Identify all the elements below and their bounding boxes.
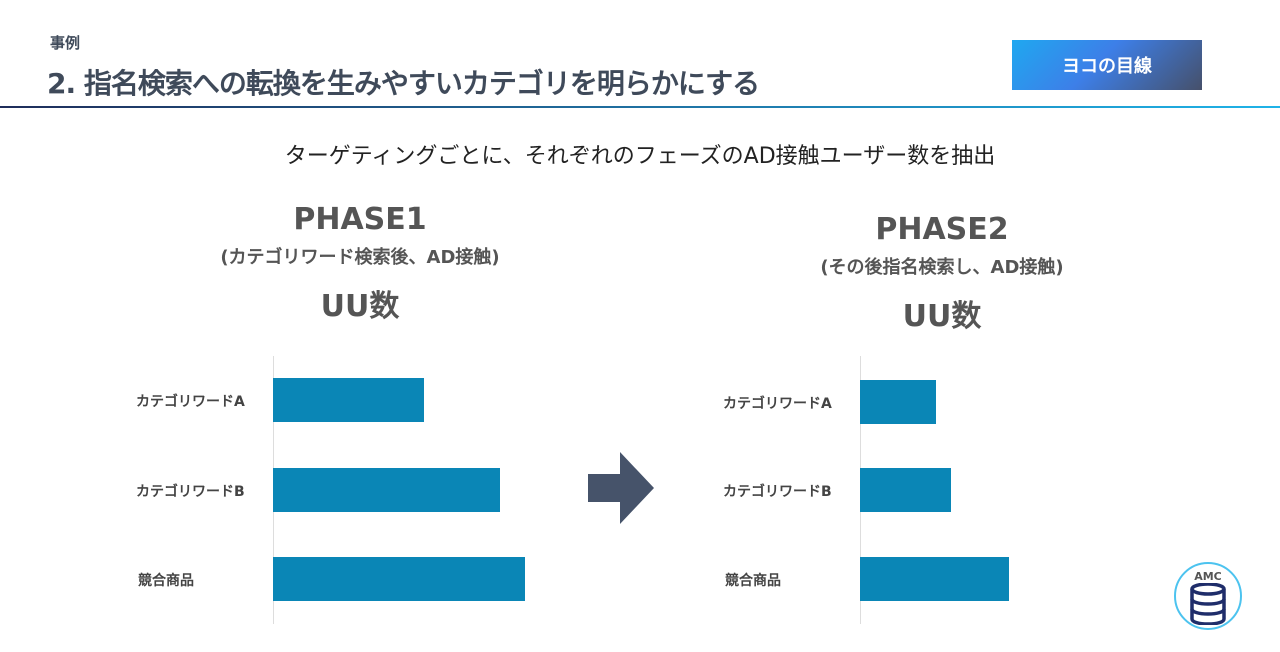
phase1-subtitle: (カテゴリワード検索後、AD接触): [220, 247, 500, 268]
phase1-metric: UU数: [320, 289, 400, 324]
phase2-subtitle: (その後指名検索し、AD接触): [820, 257, 1064, 278]
subtitle: ターゲティングごとに、それぞれのフェーズのAD接触ユーザー数を抽出: [284, 144, 996, 169]
phase2-bar: [860, 380, 936, 424]
database-icon: [1190, 582, 1226, 626]
phase1-category-label: 競合商品: [138, 573, 194, 589]
phase1-category-label: カテゴリワードA: [136, 394, 245, 410]
amc-logo-text: AMC: [1194, 570, 1222, 583]
header-divider: [0, 106, 1280, 108]
phase2-category-label: 競合商品: [725, 573, 781, 589]
phase1-heading: PHASE1 (カテゴリワード検索後、AD接触) UU数: [160, 202, 560, 325]
page-title: 2. 指名検索への転換を生みやすいカテゴリを明らかにする: [47, 67, 760, 100]
perspective-badge: ヨコの目線: [1012, 40, 1202, 90]
phase2-bar: [860, 468, 951, 512]
phase2-heading: PHASE2 (その後指名検索し、AD接触) UU数: [742, 212, 1142, 335]
phase1-bar: [273, 557, 525, 601]
phase2-category-label: カテゴリワードA: [723, 396, 832, 412]
phase2-bar: [860, 557, 1009, 601]
category-label: 事例: [50, 34, 81, 52]
arrow-right-icon: [588, 452, 654, 524]
phase2-metric: UU数: [902, 299, 982, 334]
phase2-category-label: カテゴリワードB: [723, 484, 832, 500]
phase2-title: PHASE2: [875, 212, 1009, 247]
phase1-bar: [273, 378, 425, 422]
phase1-title: PHASE1: [293, 202, 427, 237]
phase1-bar: [273, 468, 500, 512]
phase1-category-label: カテゴリワードB: [136, 484, 245, 500]
amc-logo: AMC: [1174, 562, 1242, 630]
